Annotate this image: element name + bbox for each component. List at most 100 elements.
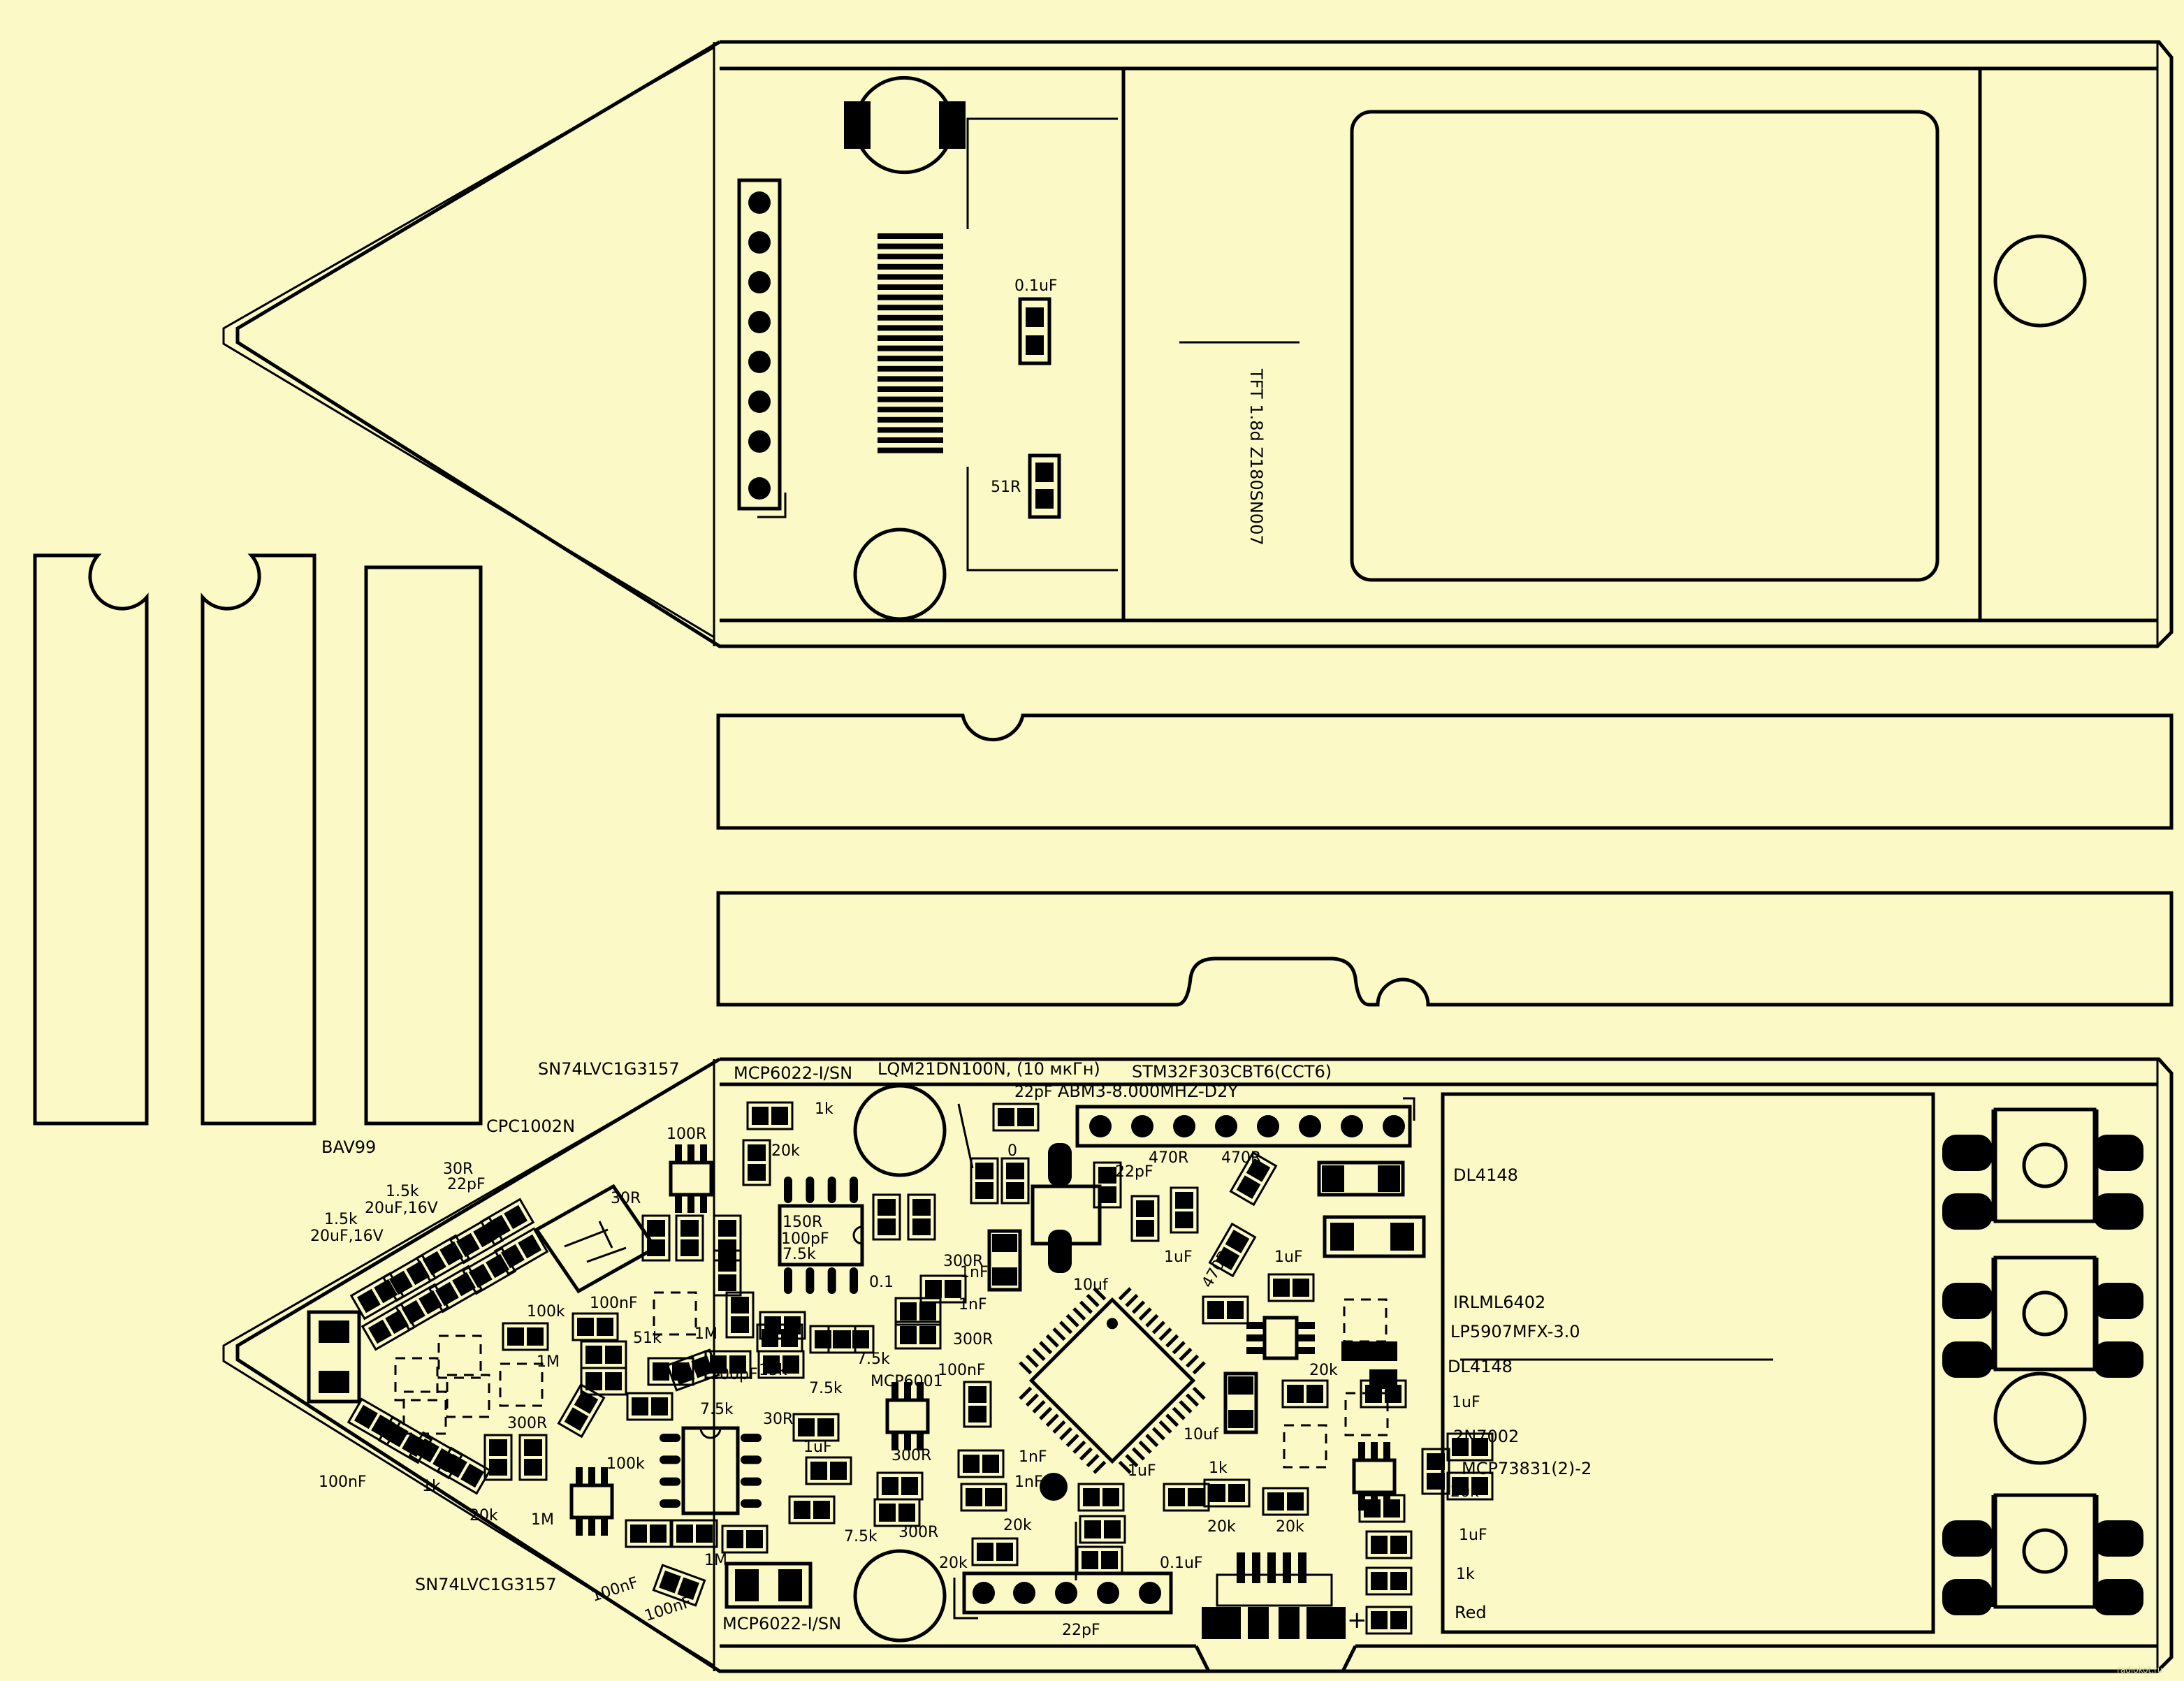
ic-pin [827, 1267, 836, 1294]
pad [771, 1107, 788, 1125]
mcu-pin [1079, 1447, 1093, 1461]
pad [748, 1144, 766, 1161]
pad [439, 1241, 464, 1266]
diode-footprint [1317, 1160, 1405, 1197]
pad-outline [957, 1449, 1005, 1478]
pad [912, 1199, 931, 1216]
smd-pad-pair [721, 1524, 769, 1554]
pad [1168, 1488, 1185, 1506]
smd-pad-pair [436, 1446, 492, 1495]
pad [998, 1108, 1014, 1126]
pad-outline [1262, 1487, 1309, 1516]
pad-outline [652, 1564, 706, 1607]
pad-outline [647, 1357, 694, 1386]
pad-outline [1446, 1432, 1494, 1462]
pad-outline [1208, 1222, 1257, 1278]
silk-outline-fpc [966, 467, 1118, 572]
pad [781, 1329, 798, 1347]
pad [1083, 1488, 1100, 1506]
component-label: 20k [1003, 1517, 1032, 1534]
pad [752, 1107, 769, 1125]
fpc-pad [878, 263, 943, 270]
component-label: 20k [1276, 1518, 1304, 1536]
component-label: SN74LVC1G3157 [415, 1575, 557, 1594]
component-label: 30R [611, 1190, 641, 1207]
mcu-pin [1179, 1399, 1193, 1414]
unpopulated-pad [402, 1390, 447, 1435]
pad [919, 1326, 936, 1344]
pad-outline [1421, 1448, 1450, 1495]
pad [901, 1477, 918, 1495]
component-label: 30R [443, 1160, 473, 1178]
ic-pin [784, 1177, 792, 1203]
pad [356, 1288, 381, 1313]
component-label: 13k [759, 1362, 787, 1379]
pad [384, 1422, 409, 1448]
pad [898, 1504, 915, 1522]
ic-pin [1298, 1347, 1315, 1354]
soic-mcp6022-top [778, 1177, 864, 1294]
button-pad [1942, 1579, 1993, 1615]
pad [833, 1330, 850, 1348]
ic-pin [904, 1382, 911, 1399]
pad-outline [1093, 1161, 1122, 1209]
pad-outline [1365, 1530, 1413, 1559]
fpc-pad [878, 274, 943, 280]
mcu-pin [1151, 1320, 1165, 1334]
pad-outline [580, 1367, 627, 1396]
component-label: 7.5k [844, 1528, 878, 1545]
pad-outline [518, 1434, 548, 1481]
mcu-pin [1151, 1427, 1165, 1441]
smd-pad-pair [1000, 1157, 1030, 1205]
unpopulated-pad [653, 1291, 697, 1336]
ic-pin [741, 1455, 762, 1464]
pad [731, 1316, 749, 1333]
component-label: MCP73831(2)-2 [1462, 1459, 1592, 1478]
smd-pad-pair [349, 1272, 405, 1320]
mcu-pin [1025, 1354, 1039, 1368]
ic-pin [1358, 1494, 1365, 1511]
component-label: MCP6022-I/SN [722, 1614, 841, 1633]
pad [1006, 1163, 1024, 1179]
silk-outline-fpc [966, 117, 1118, 229]
pad [524, 1439, 542, 1456]
pad [900, 1302, 917, 1320]
pad [782, 1355, 799, 1374]
mcu-pin [1065, 1313, 1079, 1327]
component-label: SN74LVC1G3157 [538, 1059, 680, 1079]
mcu-pin [1072, 1440, 1086, 1454]
component-label: 300R [507, 1415, 547, 1432]
pad-outline [483, 1434, 513, 1481]
pad [975, 1182, 993, 1199]
mcu-pin [1186, 1354, 1200, 1368]
mount-hole [853, 1084, 947, 1177]
battery-holder-outline [201, 553, 316, 1126]
ic-pin [660, 1434, 680, 1442]
pad [418, 1290, 443, 1315]
battery-holder-outline [33, 553, 149, 1126]
component-label: STM32F303CBT6(CCT6) [1132, 1062, 1332, 1082]
pad-outline [827, 1325, 875, 1354]
smd-pad-pair [963, 1381, 992, 1428]
mcu-pin [1118, 1460, 1132, 1474]
pad [1246, 1158, 1271, 1182]
pad-outline [872, 1193, 901, 1241]
fpc-pad [878, 427, 943, 433]
pad-outline [1130, 1195, 1160, 1242]
pad-outline [894, 1320, 942, 1350]
unpopulated-pad [499, 1362, 544, 1407]
fpc-pad [878, 345, 943, 351]
component-label: 0.1uF [1160, 1555, 1203, 1572]
mcu-pin [1179, 1347, 1193, 1362]
ic-pin [687, 1144, 694, 1161]
pad [647, 1220, 665, 1237]
sot-irlml6402 [1246, 1316, 1315, 1360]
pad [443, 1453, 467, 1478]
component-label: 1M [531, 1511, 554, 1529]
smd-pad-pair [625, 1519, 672, 1548]
component-label: 100nF [938, 1362, 986, 1379]
smd-pad-pair [757, 1350, 805, 1379]
ic-pin [741, 1477, 762, 1486]
smd-pad-pair [381, 1253, 437, 1302]
ic-pin [1246, 1334, 1263, 1341]
